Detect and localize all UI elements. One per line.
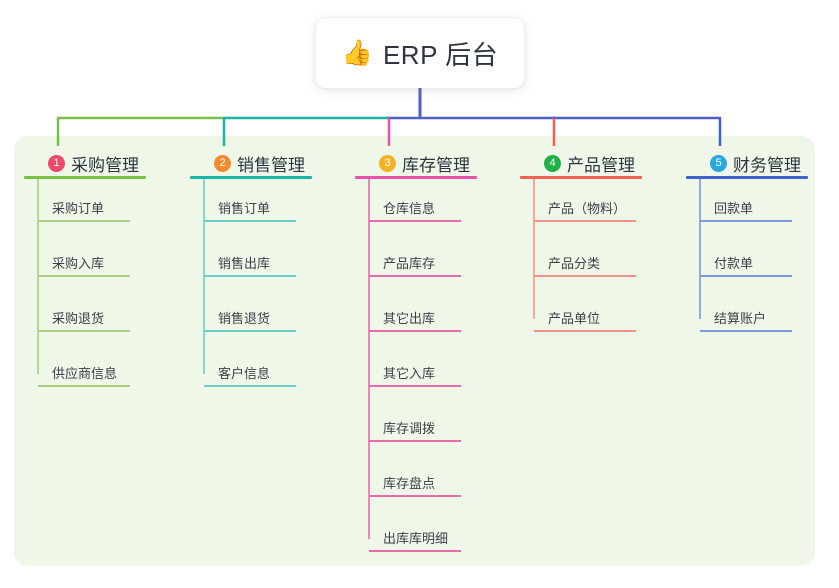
leaf-item[interactable]: 采购订单 [52,201,105,216]
leaf-item[interactable]: 销售订单 [218,201,271,216]
leaf-rule [38,275,130,277]
branch-title-3: 库存管理 [402,155,470,175]
leaf-rule [700,275,792,277]
branch-4: 4 产品管理产品（物料） 产品分类产品单位 [520,150,642,332]
leaf-rule [38,330,130,332]
leaf-rule [204,330,296,332]
leaf-rule [534,275,636,277]
leaf-rule [204,220,296,222]
leaf-item[interactable]: 销售出库 [218,256,271,271]
leaf-rule [534,220,636,222]
root-title: ERP 后台 [382,39,499,70]
branch-5: 5 财务管理回款单付款单结算账户 [686,150,808,332]
leaf-item[interactable]: 产品分类 [548,256,601,271]
leaf-rule [369,275,461,277]
leaf-item[interactable]: 库存调拨 [383,421,436,436]
branch-1: 1 采购管理采购订单采购入库采购退货供应商信息 [24,150,146,387]
branch-rule-1 [24,176,146,179]
leaf-item[interactable]: 采购入库 [52,256,105,271]
leaf-rule [534,330,636,332]
leaf-rule [204,385,296,387]
branch-badge-4: 4 [544,154,561,172]
branch-rule-2 [190,176,312,179]
leaf-item[interactable]: 回款单 [714,201,754,216]
leaf-item[interactable]: 产品库存 [383,256,436,271]
leaf-item[interactable]: 客户信息 [218,366,271,381]
leaf-item[interactable]: 产品单位 [548,311,601,326]
branch-rule-5 [686,176,808,179]
thumbs-up-icon: 👍 [341,38,373,67]
leaf-rule [38,220,130,222]
leaf-item[interactable]: 其它入库 [383,366,436,381]
branch-title-4: 产品管理 [567,155,635,175]
branches-panel [14,136,815,566]
branch-badge-5: 5 [710,154,727,172]
leaf-item[interactable]: 仓库信息 [383,201,436,216]
branch-title-5: 财务管理 [733,155,801,175]
leaf-item[interactable]: 供应商信息 [52,366,118,381]
branch-badge-1: 1 [48,154,65,172]
leaf-rule [369,220,461,222]
leaf-item[interactable]: 结算账户 [714,311,767,326]
leaf-item[interactable]: 出库库明细 [383,531,449,546]
leaf-item[interactable]: 销售退货 [218,311,271,326]
branch-badge-2: 2 [214,154,231,172]
leaf-rule [369,385,461,387]
branch-header-2[interactable]: 2 销售管理 [190,150,305,176]
root-node-content: 👍 ERP 后台 [342,35,498,72]
branch-rule-3 [355,176,477,179]
leaf-item[interactable]: 付款单 [714,256,754,271]
leaf-rule [204,275,296,277]
leaf-rule [369,330,461,332]
leaf-rule [700,330,792,332]
branch-header-4[interactable]: 4 产品管理 [520,150,635,176]
leaf-rule [38,385,130,387]
leaf-rule [700,220,792,222]
branch-rule-4 [520,176,642,179]
branch-header-3[interactable]: 3 库存管理 [355,150,470,176]
leaf-rule [369,440,461,442]
branch-badge-3: 3 [379,154,396,172]
branch-title-1: 采购管理 [71,155,139,175]
root-node[interactable]: 👍 ERP 后台 [316,18,524,88]
branch-header-5[interactable]: 5 财务管理 [686,150,801,176]
leaf-item[interactable]: 产品（物料） [548,201,627,216]
leaf-item[interactable]: 库存盘点 [383,476,436,491]
branch-2: 2 销售管理销售订单销售出库销售退货客户信息 [190,150,312,387]
branch-3: 3 库存管理仓库信息产品库存其它出库其它入库库存调拨库存盘点出库库明细 [355,150,477,552]
branch-header-1[interactable]: 1 采购管理 [24,150,139,176]
leaf-item[interactable]: 采购退货 [52,311,105,326]
leaf-rule [369,495,461,497]
leaf-rule [369,550,461,552]
branch-title-2: 销售管理 [237,155,305,175]
leaf-item[interactable]: 其它出库 [383,311,436,326]
